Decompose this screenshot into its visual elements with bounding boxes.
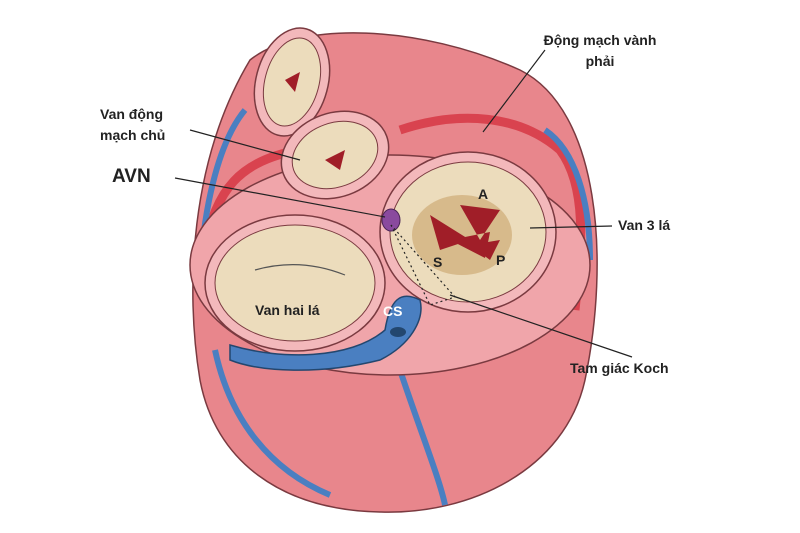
label-mitral-valve: Van hai lá bbox=[255, 302, 320, 318]
label-aortic-valve: Van động mạch chủ bbox=[100, 104, 165, 146]
label-line: Động mạch vành bbox=[543, 32, 657, 48]
label-leaflet-s: S bbox=[433, 254, 443, 270]
coronary-sinus bbox=[229, 295, 422, 371]
label-right-coronary-artery: Động mạch vành phải bbox=[515, 30, 685, 72]
leader-lines bbox=[174, 49, 633, 358]
avn-node bbox=[381, 208, 401, 232]
label-line: phải bbox=[585, 53, 615, 69]
label-line: Van động bbox=[100, 106, 163, 122]
label-cs: CS bbox=[383, 303, 403, 319]
label-leaflet-a: A bbox=[478, 186, 489, 202]
label-avn: AVN bbox=[112, 166, 151, 187]
label-tricuspid-valve: Van 3 lá bbox=[618, 217, 671, 233]
label-leaflet-p: P bbox=[496, 252, 506, 268]
tricuspid-leaflets bbox=[430, 205, 500, 260]
coronary-vein bbox=[197, 108, 593, 506]
label-line: mạch chủ bbox=[100, 127, 166, 143]
label-koch-triangle: Tam giác Koch bbox=[570, 360, 669, 376]
